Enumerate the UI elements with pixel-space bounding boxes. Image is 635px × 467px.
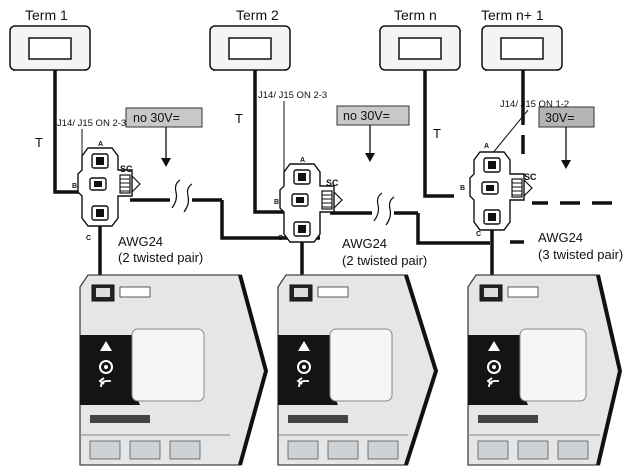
cable-label-line-2: (2 twisted pair) xyxy=(118,250,203,265)
jumper-label-node-3: J14/ J15 ON 1-2 xyxy=(491,99,569,155)
power-tag-node-2: no 30V= xyxy=(336,105,410,162)
jumper-pointer xyxy=(491,109,529,155)
terminal-screen xyxy=(500,37,544,60)
up-arrow-icon xyxy=(298,341,310,351)
enter-icon xyxy=(297,360,311,374)
connector-label-b: B xyxy=(460,185,465,192)
connector-label-c: C xyxy=(476,231,481,238)
power-tag-node-3: 30V= xyxy=(538,106,595,169)
power-tag-text: no 30V= xyxy=(133,111,180,125)
connection-module-3: A B C SC xyxy=(460,143,537,238)
power-tag-box xyxy=(336,105,410,126)
controller-2 xyxy=(277,274,439,466)
terminal-screen xyxy=(228,37,272,60)
terminal-n: Term n xyxy=(379,7,461,71)
back-icon xyxy=(486,377,499,388)
terminal-screen xyxy=(398,37,442,60)
terminal-label: Term 1 xyxy=(25,7,68,23)
back-icon xyxy=(296,377,309,388)
up-arrow-icon xyxy=(100,341,112,351)
terminal-n-plus-1: Term n+ 1 xyxy=(481,7,563,71)
line-label-term-1: T xyxy=(35,135,43,150)
connection-module-2: A B C SC xyxy=(274,157,343,243)
power-tag-node-1: no 30V= xyxy=(125,107,203,167)
cable-label-node-1: AWG24 (2 twisted pair) xyxy=(118,234,203,265)
cable-term-2 xyxy=(253,70,284,214)
power-tag-text: 30V= xyxy=(545,111,575,125)
jumper-label: J14/ J15 ON 1-2 xyxy=(500,99,569,110)
terminal-label: Term n xyxy=(394,7,437,23)
up-arrow-icon xyxy=(488,341,500,351)
connector-label-c: C xyxy=(86,235,91,242)
enter-icon xyxy=(487,360,501,374)
jumper-label: J14/ J15 ON 2-3 xyxy=(258,90,327,101)
power-tag-text: no 30V= xyxy=(343,109,390,123)
connector-label-sc: SC xyxy=(120,164,133,174)
bus-segment xyxy=(416,213,490,245)
connector-label-b: B xyxy=(274,199,279,206)
connector-label-sc: SC xyxy=(326,178,339,188)
connector-label-a: A xyxy=(484,143,489,150)
jumper-label: J14/ J15 ON 2-3 xyxy=(57,118,126,129)
connector-label-b: B xyxy=(72,183,77,190)
cable-term-n xyxy=(423,70,454,198)
connection-module-1: A B C SC xyxy=(72,141,141,242)
terminal-1: Term 1 xyxy=(9,7,91,71)
connector-label-sc: SC xyxy=(524,172,537,182)
cable-label-line-1: AWG24 xyxy=(342,236,387,251)
controller-1 xyxy=(79,274,269,466)
connector-label-a: A xyxy=(300,157,305,164)
terminal-label: Term n+ 1 xyxy=(481,7,544,23)
cable-label-line-2: (2 twisted pair) xyxy=(342,253,427,268)
power-tag-box xyxy=(125,107,203,128)
cable-label-line-1: AWG24 xyxy=(538,230,583,245)
cable-break-marks xyxy=(171,179,395,226)
terminal-2: Term 2 xyxy=(209,7,291,71)
cable-label-node-3: AWG24 (3 twisted pair) xyxy=(538,230,623,262)
back-icon xyxy=(98,377,111,388)
cable-label-node-2: AWG24 (2 twisted pair) xyxy=(342,236,427,268)
cable-term-1 xyxy=(53,70,84,194)
line-label-term-n: T xyxy=(433,126,441,141)
controller-3 xyxy=(467,274,623,466)
cable-label-line-2: (3 twisted pair) xyxy=(538,247,623,262)
terminal-screen xyxy=(28,37,72,60)
terminal-label: Term 2 xyxy=(236,7,279,23)
terminal-cables xyxy=(53,70,525,214)
connector-label-c: C xyxy=(278,235,283,242)
connector-label-a: A xyxy=(98,141,103,148)
line-label-term-2: T xyxy=(235,111,243,126)
enter-icon xyxy=(99,360,113,374)
cable-label-line-1: AWG24 xyxy=(118,234,163,249)
